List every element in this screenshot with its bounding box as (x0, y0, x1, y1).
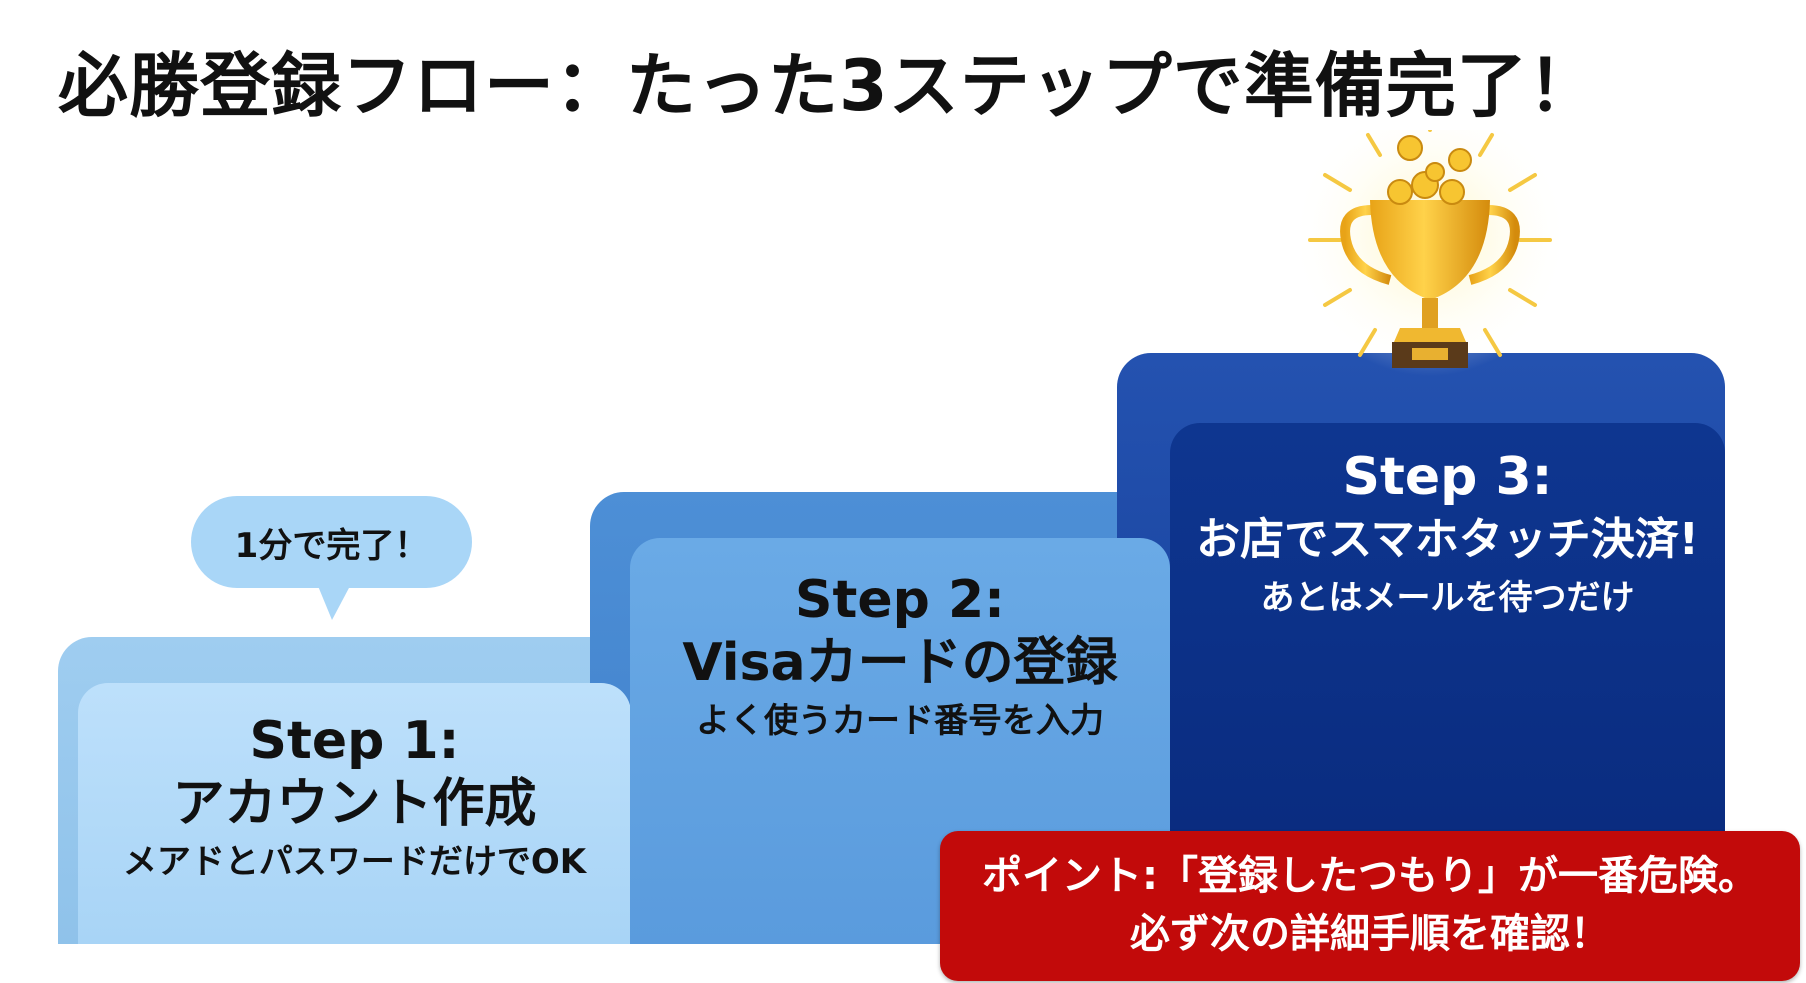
speech-bubble: 1分で完了！ (191, 496, 472, 588)
step3-subtitle: あとはメールを待つだけ (1260, 578, 1635, 618)
step1-subtitle: メアドとパスワードだけでOK (122, 842, 587, 882)
step1-label: Step 1: (249, 711, 460, 771)
step2-label: Step 2: (795, 570, 1005, 630)
speech-bubble-tail (318, 586, 350, 620)
page-title: 必勝登録フロー：たった3ステップで準備完了！ (58, 45, 1599, 127)
step1-block: Step 1: アカウント作成 メアドとパスワードだけでOK (78, 683, 631, 944)
warning-note-line2: 必ず次の詳細手順を確認！ (1130, 911, 1610, 957)
step3-title: お店でスマホタッチ決済! (1196, 514, 1699, 565)
warning-note-line1: ポイント:「登録したつもり」が一番危険。 (982, 853, 1758, 899)
warning-note: ポイント:「登録したつもり」が一番危険。 必ず次の詳細手順を確認！ (940, 831, 1800, 981)
step3-label: Step 3: (1342, 447, 1553, 507)
step1-title: アカウント作成 (172, 774, 537, 834)
step3-block: Step 3: お店でスマホタッチ決済! あとはメールを待つだけ (1170, 423, 1725, 833)
step2-subtitle: よく使うカード番号を入力 (696, 701, 1104, 741)
trophy-with-coins-icon (1290, 130, 1570, 390)
step2-title: Visaカードの登録 (682, 633, 1118, 693)
